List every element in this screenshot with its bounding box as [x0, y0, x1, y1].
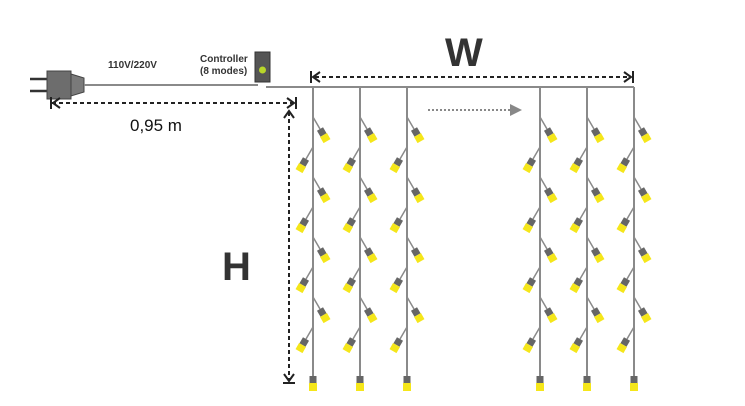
light-strand: [295, 87, 331, 391]
bulb-icon: [295, 326, 314, 354]
continuation-arrow: [428, 104, 522, 116]
bulb-icon: [342, 266, 361, 294]
bulb-icon: [389, 206, 408, 234]
bulb-icon: [406, 176, 425, 204]
bulb-icon: [522, 206, 541, 234]
bulb-icon: [522, 266, 541, 294]
bulb-icon: [359, 116, 378, 144]
bulb-icon: [406, 116, 425, 144]
bulb-icon: [539, 236, 558, 264]
bulb-icon: [389, 266, 408, 294]
bulb-icon: [309, 376, 317, 391]
bulb-icon: [583, 376, 591, 391]
bulb-icon: [586, 296, 605, 324]
bulb-icon: [569, 146, 588, 174]
controller-modes-label: (8 modes): [200, 66, 247, 77]
light-strand: [389, 87, 425, 391]
bulb-icon: [312, 116, 331, 144]
bulb-icon: [359, 176, 378, 204]
height-dimension: [283, 109, 295, 384]
bulb-icon: [630, 376, 638, 391]
height-label: H: [222, 245, 251, 289]
bulb-icon: [295, 206, 314, 234]
bulb-icon: [633, 176, 652, 204]
bulb-icon: [522, 326, 541, 354]
bulb-icon: [539, 296, 558, 324]
bulb-icon: [312, 296, 331, 324]
bulb-icon: [312, 236, 331, 264]
light-strand: [522, 87, 558, 391]
bulb-icon: [633, 116, 652, 144]
bulb-icon: [359, 236, 378, 264]
bulb-icon: [536, 376, 544, 391]
bulb-icon: [312, 176, 331, 204]
bulb-icon: [356, 376, 364, 391]
bulb-icon: [616, 146, 635, 174]
bulb-icon: [295, 146, 314, 174]
bulb-icon: [295, 266, 314, 294]
bulb-icon: [406, 296, 425, 324]
bulb-icon: [616, 266, 635, 294]
bulb-icon: [569, 326, 588, 354]
bulb-icon: [633, 296, 652, 324]
controller-label: Controller: [200, 54, 248, 65]
bulb-icon: [586, 176, 605, 204]
width-label: W: [445, 31, 483, 75]
bulb-icon: [586, 116, 605, 144]
controller-icon: [254, 51, 271, 83]
bulb-icon: [569, 206, 588, 234]
bulb-icon: [342, 326, 361, 354]
bulb-icon: [389, 146, 408, 174]
voltage-label: 110V/220V: [108, 60, 157, 71]
bulb-icon: [389, 326, 408, 354]
bulb-icon: [539, 176, 558, 204]
bulb-icon: [342, 146, 361, 174]
cable-length-label: 0,95 m: [130, 116, 182, 135]
plug-icon: [30, 70, 85, 100]
bulb-icon: [569, 266, 588, 294]
light-strand: [342, 87, 378, 391]
bulb-icon: [406, 236, 425, 264]
bulb-icon: [522, 146, 541, 174]
width-dimension: [310, 71, 634, 83]
light-strand: [616, 87, 652, 391]
bulb-icon: [616, 326, 635, 354]
bulb-icon: [359, 296, 378, 324]
bulb-icon: [342, 206, 361, 234]
bulb-icon: [403, 376, 411, 391]
bulb-icon: [633, 236, 652, 264]
light-strand: [569, 87, 605, 391]
bulb-icon: [539, 116, 558, 144]
bulb-icon: [586, 236, 605, 264]
cable-length-dimension: [50, 97, 297, 109]
bulb-icon: [616, 206, 635, 234]
